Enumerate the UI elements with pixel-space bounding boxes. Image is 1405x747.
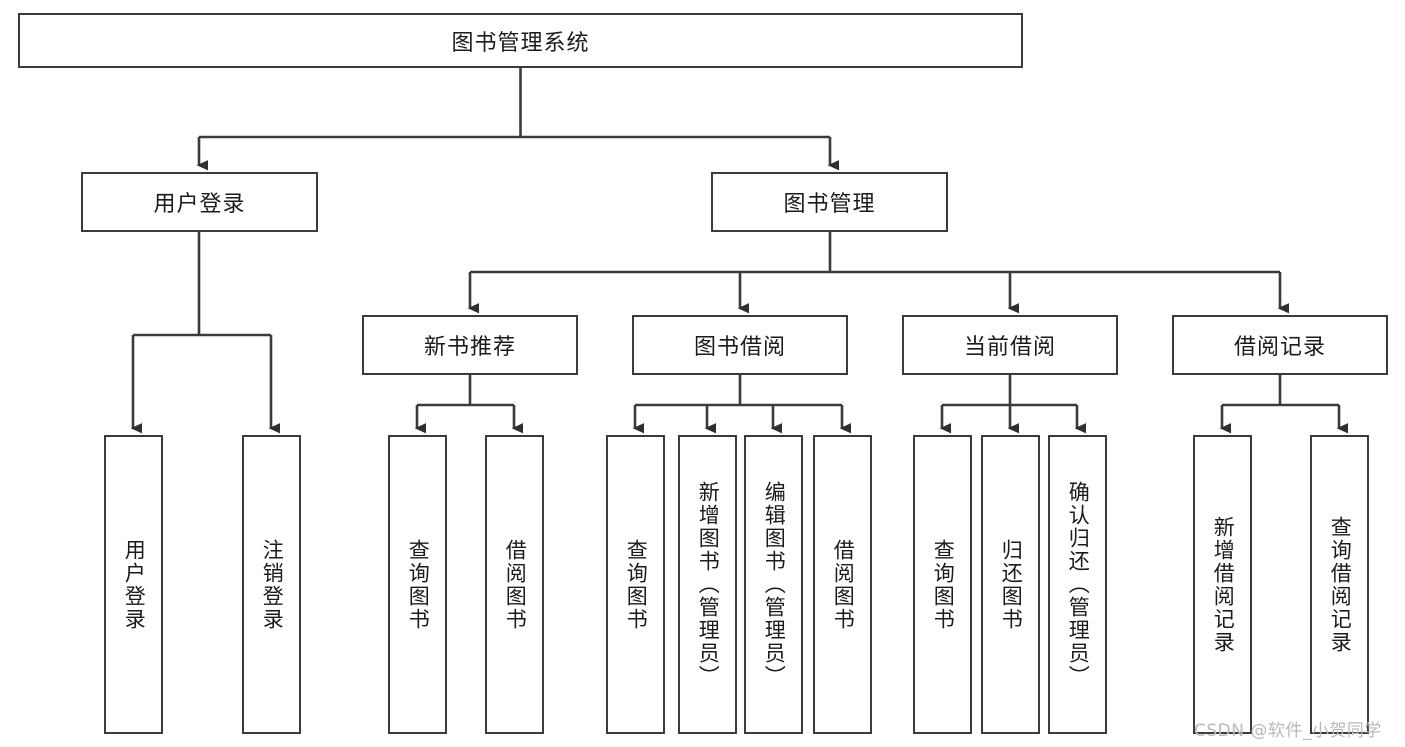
node-label: 借阅记录 <box>1233 335 1326 360</box>
node-label: 查询借阅记录 <box>1328 515 1353 654</box>
node-label: 注销登录 <box>260 538 285 631</box>
leaf-current-query-book[interactable]: 查询图书 <box>913 435 972 734</box>
node-label: 借阅图书 <box>503 538 528 631</box>
node-root-system[interactable]: 图书管理系统 <box>18 13 1023 68</box>
node-label: 新增借阅记录 <box>1211 515 1236 654</box>
leaf-current-return-book[interactable]: 归还图书 <box>981 435 1040 734</box>
node-book-borrow[interactable]: 图书借阅 <box>632 315 848 375</box>
node-label: 新书推荐 <box>423 335 516 360</box>
leaf-recommend-query-book[interactable]: 查询图书 <box>388 435 447 734</box>
node-label: 查询图书 <box>624 538 649 631</box>
leaf-current-confirm-return-admin[interactable]: 确认归还（管理员） <box>1048 435 1107 734</box>
node-label: 图书借阅 <box>693 335 786 360</box>
node-label: 编辑图书（管理员） <box>762 481 787 688</box>
leaf-borrow-add-book-admin[interactable]: 新增图书（管理员） <box>678 435 737 734</box>
leaf-borrow-borrow-book[interactable]: 借阅图书 <box>813 435 872 734</box>
node-label: 查询图书 <box>931 538 956 631</box>
node-label: 用户登录 <box>153 192 246 217</box>
node-borrow-record[interactable]: 借阅记录 <box>1172 315 1388 375</box>
node-label: 用户登录 <box>122 538 147 631</box>
leaf-recommend-borrow-book[interactable]: 借阅图书 <box>485 435 544 734</box>
node-book-management[interactable]: 图书管理 <box>711 172 948 232</box>
node-user-login[interactable]: 用户登录 <box>81 172 318 232</box>
node-label: 借阅图书 <box>831 538 856 631</box>
node-label: 图书管理 <box>783 192 876 217</box>
node-new-book-recommend[interactable]: 新书推荐 <box>362 315 578 375</box>
csdn-watermark: CSDN @软件_小贺同学 <box>1194 721 1382 741</box>
leaf-borrow-query-book[interactable]: 查询图书 <box>606 435 665 734</box>
leaf-borrow-edit-book-admin[interactable]: 编辑图书（管理员） <box>744 435 803 734</box>
leaf-user-login-signin[interactable]: 用户登录 <box>104 435 163 734</box>
node-label: 查询图书 <box>406 538 431 631</box>
node-label: 确认归还（管理员） <box>1066 481 1091 688</box>
node-label: 归还图书 <box>999 538 1024 631</box>
leaf-user-login-signout[interactable]: 注销登录 <box>242 435 301 734</box>
leaf-record-query-record[interactable]: 查询借阅记录 <box>1310 435 1369 734</box>
leaf-record-add-record[interactable]: 新增借阅记录 <box>1193 435 1252 734</box>
node-label: 图书管理系统 <box>451 30 590 56</box>
node-label: 当前借阅 <box>963 335 1056 360</box>
node-current-borrow[interactable]: 当前借阅 <box>902 315 1118 375</box>
node-label: 新增图书（管理员） <box>696 481 721 688</box>
